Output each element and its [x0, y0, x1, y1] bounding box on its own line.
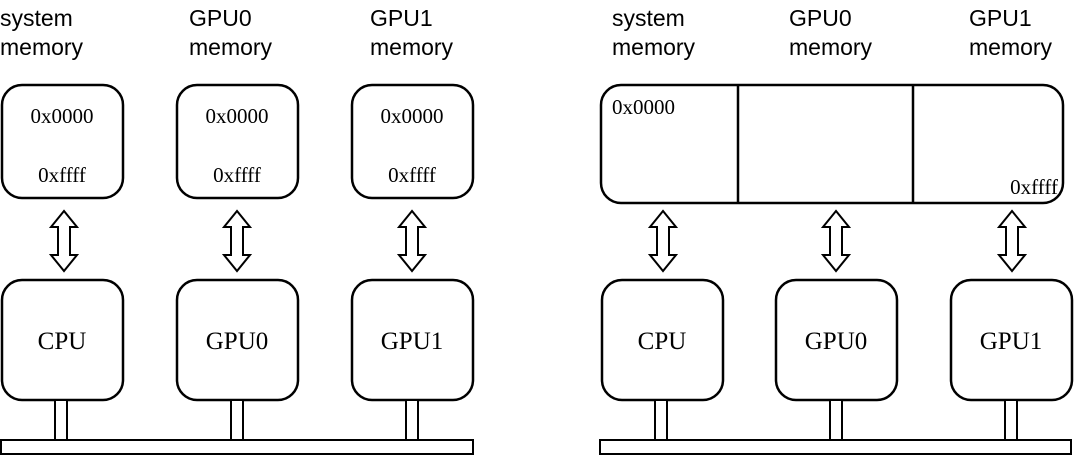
gpu1-memory-header-line2: memory	[370, 34, 454, 60]
gpu1-box: GPU1	[350, 278, 475, 402]
separate-memory-diagram: system memory GPU0 memory GPU1 memory 0x…	[0, 5, 475, 455]
gpu0-memory-addr-start: 0x0000	[206, 104, 269, 128]
system-bus	[0, 439, 474, 455]
unified-cpu-box: CPU	[600, 278, 725, 402]
unified-gpu0-bus-connector	[829, 399, 843, 441]
gpu1-memory-addr-start: 0x0000	[381, 104, 444, 128]
unified-cpu-memory-arrow	[649, 210, 677, 272]
system-memory-box: 0x0000 0xffff	[0, 83, 125, 200]
gpu1-bus-connector	[405, 399, 419, 441]
unified-memory-addr-end: 0xffff	[1010, 175, 1058, 199]
unified-system-memory-header-line2: memory	[612, 34, 696, 60]
gpu1-label: GPU1	[381, 328, 444, 355]
gpu0-memory-header-line2: memory	[189, 34, 273, 60]
unified-system-bus	[599, 439, 1072, 455]
unified-gpu0-label: GPU0	[805, 328, 868, 355]
unified-system-memory-header-line1: system	[612, 5, 685, 31]
unified-cpu-label: CPU	[638, 328, 687, 355]
gpu0-bus-connector	[230, 399, 244, 441]
cpu-bus-connector	[54, 399, 68, 441]
unified-cpu-bus-connector	[654, 399, 668, 441]
system-memory-addr-end: 0xffff	[38, 163, 86, 187]
system-memory-addr-start: 0x0000	[31, 104, 94, 128]
gpu0-memory-header-line1: GPU0	[189, 5, 252, 31]
unified-gpu1-label: GPU1	[980, 328, 1043, 355]
gpu0-memory-box: 0x0000 0xffff	[175, 83, 300, 200]
gpu0-box: GPU0	[175, 278, 300, 402]
unified-gpu1-memory-arrow	[998, 210, 1026, 272]
gpu1-memory-box: 0x0000 0xffff	[350, 83, 475, 200]
unified-memory-diagram: system memory GPU0 memory GPU1 memory 0x…	[599, 5, 1074, 455]
system-memory-header-line1: system	[0, 5, 73, 31]
cpu-box: CPU	[0, 278, 125, 402]
gpu1-memory-header-line1: GPU1	[370, 5, 433, 31]
gpu0-label: GPU0	[206, 328, 269, 355]
gpu0-memory-arrow	[223, 210, 251, 272]
unified-gpu1-bus-connector	[1004, 399, 1018, 441]
unified-gpu1-memory-header-line2: memory	[969, 34, 1053, 60]
gpu1-memory-arrow	[398, 210, 426, 272]
system-memory-header-line2: memory	[0, 34, 84, 60]
gpu1-memory-addr-end: 0xffff	[388, 163, 436, 187]
unified-gpu0-memory-header-line2: memory	[789, 34, 873, 60]
cpu-label: CPU	[38, 328, 87, 355]
unified-gpu0-memory-arrow	[822, 210, 850, 272]
unified-gpu0-box: GPU0	[774, 278, 899, 402]
unified-gpu0-memory-header-line1: GPU0	[789, 5, 852, 31]
unified-memory-addr-start: 0x0000	[612, 95, 675, 119]
unified-gpu1-memory-header-line1: GPU1	[969, 5, 1032, 31]
unified-gpu1-box: GPU1	[949, 278, 1074, 402]
gpu0-memory-addr-end: 0xffff	[213, 163, 261, 187]
cpu-memory-arrow	[50, 210, 78, 272]
unified-memory-box: 0x0000 0xffff	[599, 83, 1065, 205]
